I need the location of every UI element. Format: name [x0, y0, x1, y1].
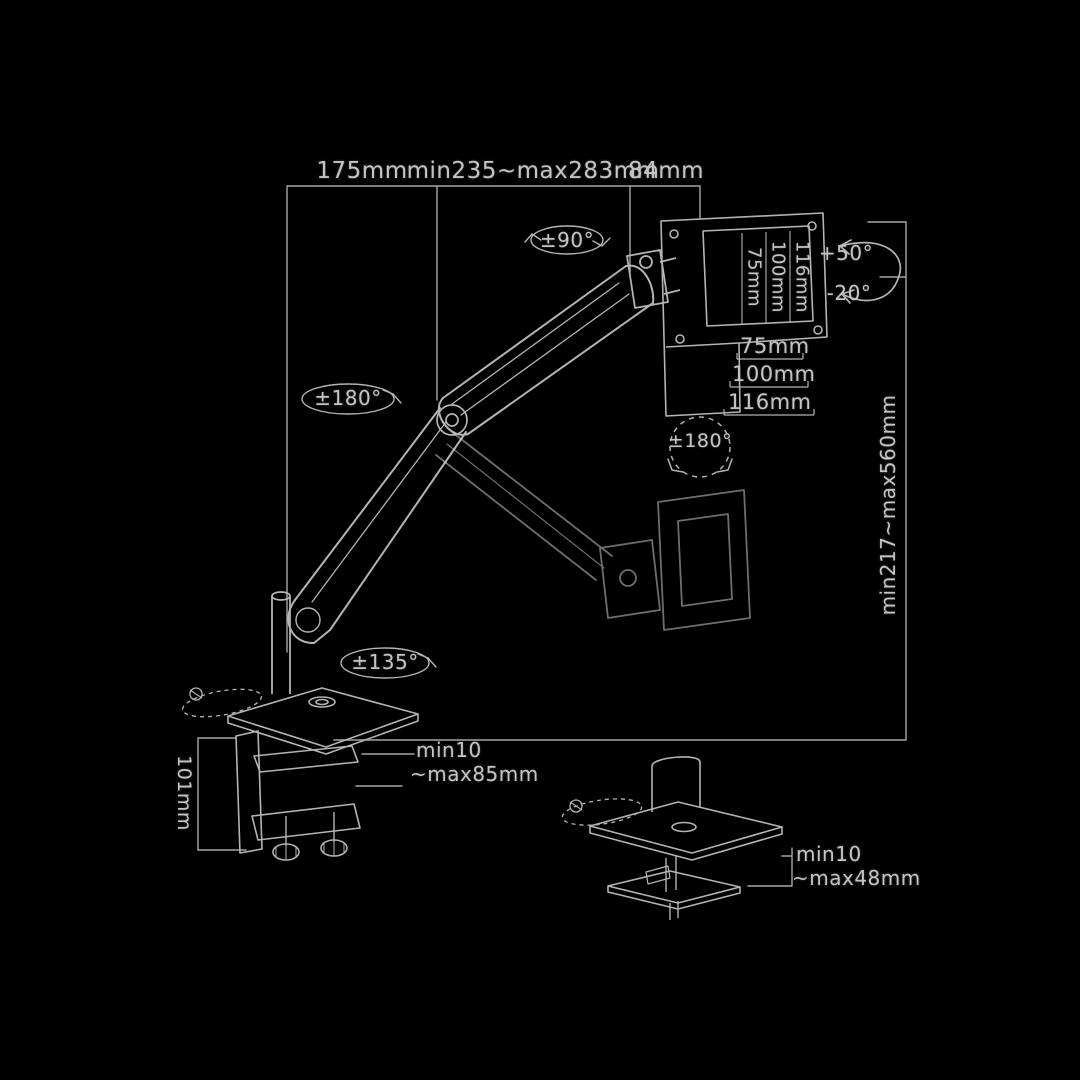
dim-arm-reach-range: min235~max283mm — [406, 158, 660, 184]
dim-vesa-vertical-75: 75mm — [743, 247, 765, 307]
dim-clamp-thickness-min: min10 — [416, 738, 482, 762]
angle-tilt-up: +50° — [818, 241, 874, 265]
angle-head-swivel: ±90° — [539, 228, 595, 252]
dim-clamp-column-height: 101mm — [173, 755, 195, 831]
grommet-tool-rotation-icon — [561, 798, 643, 826]
dim-grommet-thickness-min: min10 — [796, 842, 862, 866]
angle-tilt-down: -20° — [826, 281, 872, 305]
dim-vesa-vertical-100: 100mm — [767, 241, 789, 313]
angle-arm-rotate-elbow: ±180° — [314, 386, 382, 410]
dim-grommet-thickness-max: ~max48mm — [792, 866, 921, 890]
arm-head — [626, 249, 681, 309]
angle-base-rotate: ±135° — [351, 650, 419, 674]
dim-vesa-horizontal-100: 100mm — [732, 362, 816, 386]
dim-vesa-horizontal-116: 116mm — [728, 390, 812, 414]
angle-head-rotate: ±180° — [667, 430, 733, 452]
tilt-arc — [839, 239, 902, 304]
dim-vesa-horizontal-75: 75mm — [740, 334, 810, 358]
rotate-ellipse-elbow — [301, 383, 402, 415]
grommet-mount — [589, 756, 783, 920]
dim-vesa-vertical-116: 116mm — [791, 241, 813, 313]
base-pole — [271, 591, 291, 694]
arm-ghost-position — [435, 431, 751, 631]
desk-clamp — [227, 687, 419, 861]
clamp-tool-rotation-icon — [181, 687, 263, 718]
dimension-lines — [197, 185, 907, 887]
rotate-ellipse-base — [340, 647, 437, 679]
dim-head-depth: 84mm — [627, 158, 705, 184]
rotate-circle-head — [667, 416, 733, 478]
vesa-plate — [660, 212, 828, 417]
elbow-joint — [436, 404, 468, 436]
dim-arm-front-offset: 175mm — [316, 158, 408, 184]
arm-lower-segment — [287, 407, 467, 645]
dim-height-range: min217~max560mm — [876, 394, 900, 616]
arm-upper-segment — [437, 264, 655, 436]
swivel-ellipse-90 — [524, 225, 611, 255]
dim-clamp-thickness-max: ~max85mm — [410, 762, 539, 786]
